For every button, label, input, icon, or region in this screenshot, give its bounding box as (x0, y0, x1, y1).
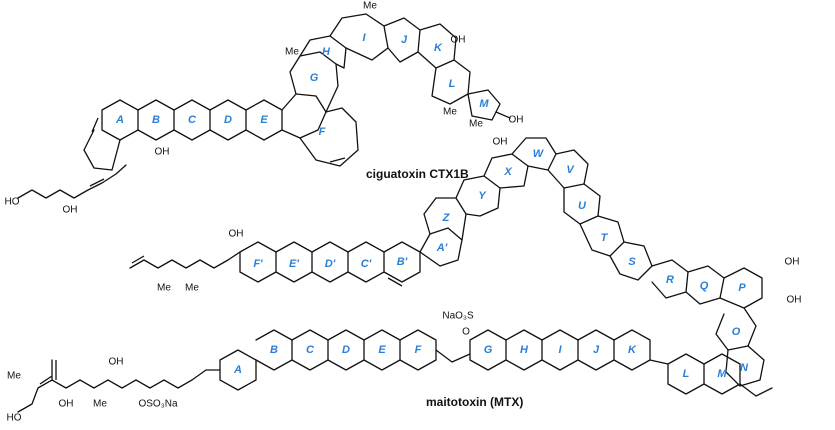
atom-label: OH (451, 35, 466, 46)
ring-label: I (362, 32, 366, 44)
ring-label: C (306, 344, 315, 356)
maitotoxin-structure: F' E' D' C' B' A' Z Y X W V U T S R Q P … (7, 137, 802, 424)
ring-label: N (740, 362, 749, 374)
ring-label: D' (325, 258, 336, 270)
ring-label: F (319, 126, 326, 138)
ring-label: I (558, 344, 562, 356)
ring-label: G (484, 344, 493, 356)
ring-label: Y (478, 190, 487, 202)
atom-label: Me (185, 283, 199, 294)
ring-label: A' (436, 242, 448, 254)
atom-label: HO (5, 197, 20, 208)
ring-label: J (593, 344, 600, 356)
ring-label: E (378, 344, 386, 356)
ring-label: K (628, 344, 637, 356)
ring-label: F (415, 344, 422, 356)
ring-label: K (434, 42, 443, 54)
ring-label: L (683, 368, 690, 380)
atom-label: Me (469, 119, 483, 130)
atom-label: OH (109, 357, 124, 368)
atom-label: Me (93, 399, 107, 410)
atom-label: Me (443, 107, 457, 118)
ring-label: C (188, 114, 197, 126)
ring-label: A (115, 114, 124, 126)
atom-label: OH (787, 295, 802, 306)
atom-label: OH (155, 147, 170, 158)
ring-label: B (270, 344, 278, 356)
ring-label: V (566, 164, 575, 176)
ring-label: W (533, 148, 545, 160)
ring-label: F' (253, 258, 263, 270)
atom-label: Me (285, 47, 299, 58)
ring-label: P (738, 282, 746, 294)
atom-label: OH (229, 229, 244, 240)
atom-label: OH (63, 205, 78, 216)
atom-label: OH (785, 257, 800, 268)
ring-label: R (666, 274, 674, 286)
atom-label: OH (59, 399, 74, 410)
molecule-name: maitotoxin (MTX) (426, 395, 523, 409)
atom-label: OSO₃Na (138, 399, 178, 410)
ring-label: B' (397, 256, 408, 268)
ring-label: M (717, 368, 727, 380)
ring-label: L (449, 78, 456, 90)
molecule-name: ciguatoxin CTX1B (366, 167, 469, 181)
ring-label: M (479, 98, 489, 110)
ring-label: Q (700, 280, 709, 292)
ring-label: H (520, 344, 529, 356)
atom-label: O (462, 327, 470, 338)
ring-label: D (342, 344, 350, 356)
ring-label: H (322, 46, 331, 58)
ring-label: Z (442, 212, 451, 224)
ring-label: C' (361, 258, 372, 270)
ring-label: A (233, 364, 242, 376)
ring-label: E' (289, 258, 299, 270)
ring-label: E (260, 114, 268, 126)
ring-label: U (578, 200, 587, 212)
ring-label: T (601, 232, 609, 244)
atom-label: NaO₃S (442, 311, 474, 322)
ring-label: J (401, 34, 408, 46)
ring-label: B (152, 114, 160, 126)
ring-label: X (503, 166, 512, 178)
ring-label: S (628, 256, 636, 268)
ciguatoxin-structure: A B C D E F G H I J K L M HO OH OH OH OH… (5, 1, 524, 216)
ring-label: O (732, 326, 741, 338)
atom-label: OH (493, 137, 508, 148)
atom-label: Me (363, 1, 377, 12)
atom-label: Me (157, 283, 171, 294)
atom-label: Me (7, 371, 21, 382)
ring-label: D (224, 114, 232, 126)
atom-label: HO (7, 413, 22, 424)
ring-label: G (310, 72, 319, 84)
atom-label: OH (509, 115, 524, 126)
